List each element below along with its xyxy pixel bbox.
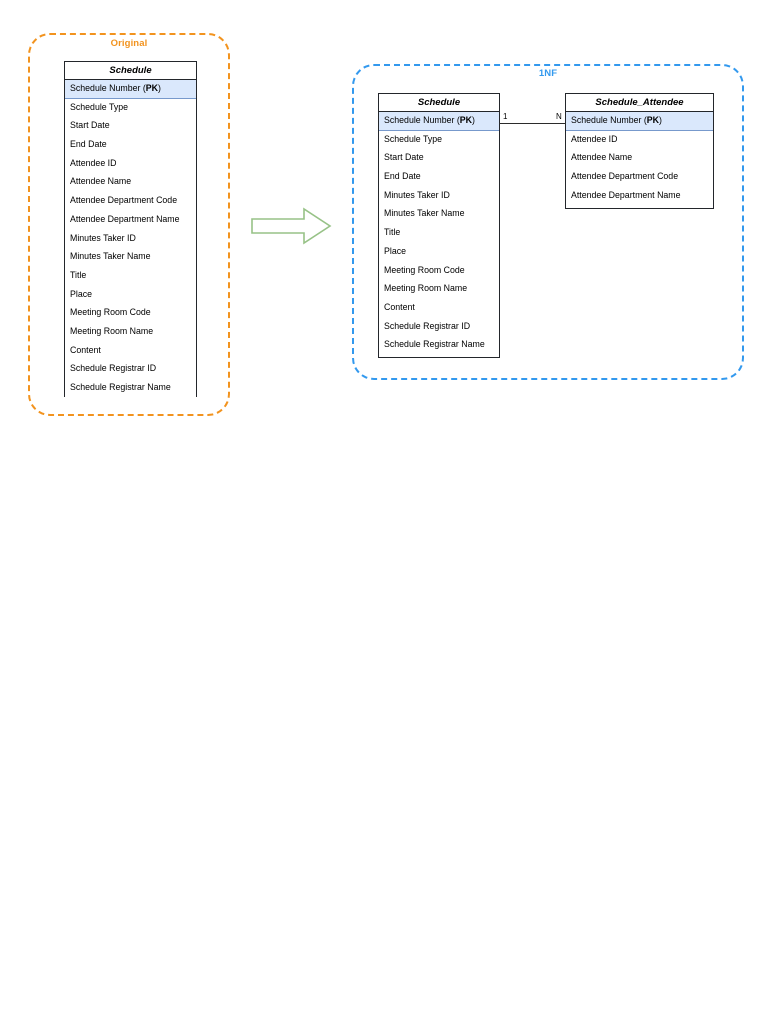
attribute-row: Meeting Room Code [379,261,499,281]
attribute-row: Meeting Room Name [65,322,196,342]
attribute-name: Schedule Number [70,83,141,93]
attribute-row: Meeting Room Code [65,304,196,323]
group-box-original [28,33,230,416]
attribute-name: Schedule Registrar ID [70,363,157,374]
attribute-key-badge: (PK) [454,115,475,125]
attribute-row: Attendee ID [566,130,713,150]
relationship-connector [499,123,566,124]
group-box-1nf [352,64,744,380]
attribute-name: Schedule Number [384,115,455,125]
attribute-name: Attendee ID [70,157,117,168]
attribute-row-pk: Schedule Number (PK) [566,112,713,131]
group-label-original: Original [110,38,148,49]
attribute-row: Attendee Department Name [566,186,713,206]
attribute-row: Schedule Registrar Name [65,379,196,398]
attribute-name: Minutes Taker ID [384,189,450,200]
attribute-name: Schedule Registrar Name [384,339,485,350]
attribute-row: Minutes Taker Name [379,205,499,225]
attribute-row: Schedule Registrar Name [379,336,499,355]
attribute-row: Place [65,285,196,305]
attribute-name: Schedule Registrar ID [384,320,471,331]
attribute-row: Attendee Name [566,149,713,169]
attribute-key-badge: (PK) [140,83,161,93]
attribute-name: Attendee Department Name [70,213,180,224]
attribute-name: Minutes Taker Name [384,208,465,219]
attribute-row-pk: Schedule Number (PK) [379,112,499,131]
attribute-row: Minutes Taker ID [65,229,196,249]
attribute-row: Title [379,224,499,243]
attribute-name: Schedule Registrar Name [70,382,171,392]
entity-1nf-schedule[interactable]: Schedule Schedule Number (PK) Schedule Ty… [378,93,500,358]
attribute-row: Attendee Name [65,173,196,193]
attribute-row: End Date [65,136,196,155]
attribute-row: Schedule Registrar ID [65,360,196,379]
attribute-row: Start Date [65,117,196,137]
entity-title: Schedule [65,62,196,80]
attribute-row: Schedule Registrar ID [379,317,499,337]
attribute-name: End Date [70,139,107,150]
attribute-name: Start Date [384,152,424,163]
attribute-row: Place [379,242,499,262]
attribute-row: Content [65,341,196,361]
attribute-name: Schedule Type [70,101,129,112]
attribute-row: Attendee Department Code [566,168,713,187]
attribute-row: Attendee ID [65,154,196,174]
entity-original-schedule[interactable]: Schedule Schedule Number (PK) Schedule Ty… [64,61,197,398]
attribute-name: Place [384,245,407,256]
attribute-name: Content [384,301,415,312]
attribute-row: Start Date [379,149,499,169]
attribute-name: Meeting Room Name [384,283,468,294]
transform-arrow-icon [251,207,332,245]
attribute-row: Title [65,266,196,286]
attribute-key-badge: (PK) [641,115,662,125]
attribute-name: Meeting Room Code [70,307,151,318]
attribute-row: Schedule Type [379,130,499,150]
group-label-1nf: 1NF [538,68,558,79]
attribute-name: Attendee Department Code [571,171,679,182]
attribute-name: Attendee Department Code [70,195,178,206]
attribute-name: Attendee Name [70,176,132,187]
attribute-row-pk: Schedule Number (PK) [65,80,196,99]
attribute-name: Meeting Room Name [70,325,154,336]
entity-1nf-schedule-attendee[interactable]: Schedule_Attendee Schedule Number (PK) At… [565,93,714,209]
attribute-row: Attendee Department Code [65,192,196,211]
attribute-name: Title [70,269,87,280]
cardinality-label-many: N [556,112,562,121]
attribute-row: Minutes Taker Name [65,248,196,267]
attribute-name: Schedule Number [571,115,642,125]
entity-title: Schedule_Attendee [566,94,713,112]
entity-title: Schedule [379,94,499,112]
attribute-name: Content [70,344,101,355]
attribute-row: Schedule Type [65,98,196,118]
attribute-name: Attendee Department Name [571,189,681,200]
attribute-name: Minutes Taker Name [70,251,151,262]
attribute-row: Meeting Room Name [379,280,499,299]
attribute-row: Content [379,298,499,318]
attribute-name: Attendee ID [571,133,618,144]
attribute-name: End Date [384,171,421,182]
attribute-name: Place [70,288,93,299]
attribute-name: Schedule Type [384,133,443,144]
attribute-name: Start Date [70,120,110,131]
entity-attribute-list: Schedule Number (PK) Attendee ID Attendee … [566,112,713,206]
attribute-name: Attendee Name [571,152,633,163]
attribute-name: Meeting Room Code [384,264,465,275]
attribute-row: Attendee Department Name [65,210,196,230]
attribute-name: Title [384,227,401,238]
cardinality-label-one: 1 [503,112,508,121]
attribute-row: End Date [379,168,499,187]
attribute-name: Minutes Taker ID [70,232,136,243]
attribute-row: Minutes Taker ID [379,186,499,206]
